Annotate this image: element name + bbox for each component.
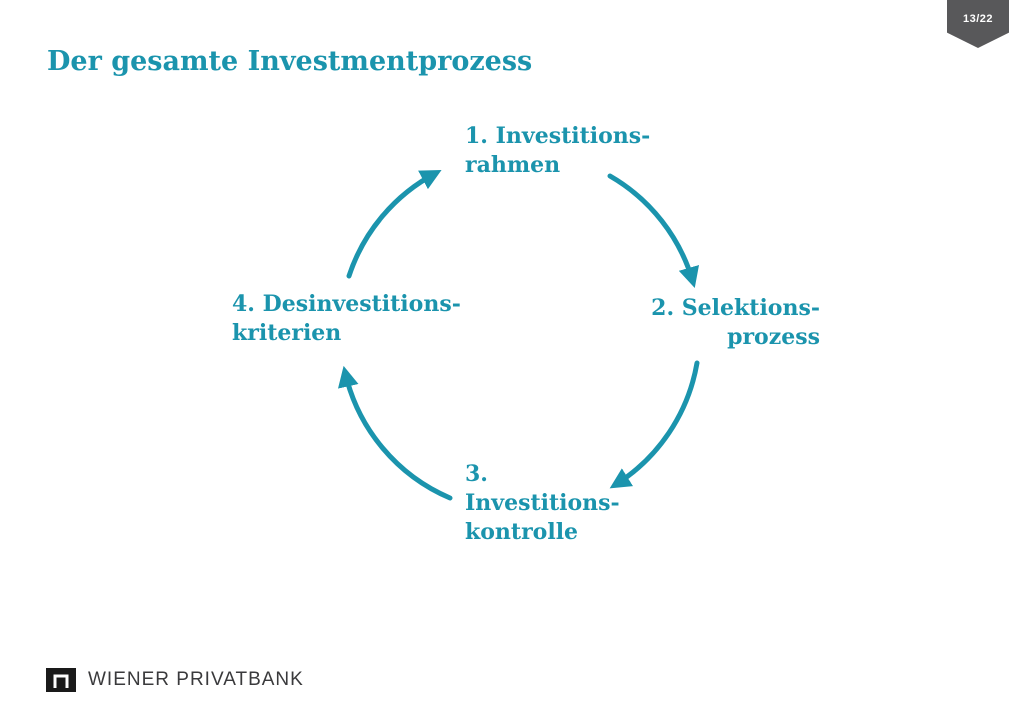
step-line: 3.: [465, 461, 488, 487]
step-label-investitionskontrolle: 3. Investitions- kontrolle: [465, 460, 620, 547]
step-line: 1. Investitions-: [465, 123, 651, 149]
arrow-left-to-top-icon: [346, 170, 442, 279]
step-label-selektionsprozess: 2. Selektions- prozess: [651, 294, 820, 352]
page-title: Der gesamte Investmentprozess: [47, 46, 533, 77]
step-line: rahmen: [465, 152, 561, 178]
brand-name: WIENER PRIVATBANK: [88, 669, 304, 690]
step-line: 2. Selektions-: [651, 295, 820, 321]
footer-brand: WIENER PRIVATBANK: [46, 668, 304, 692]
step-line: kontrolle: [465, 519, 579, 545]
step-label-desinvestitionskriterien: 4. Desinvestitions- kriterien: [232, 290, 461, 348]
step-label-investitionsrahmen: 1. Investitions- rahmen: [465, 122, 650, 180]
page-number: 13/22: [962, 13, 994, 25]
wiener-privatbank-logo-icon: [46, 668, 76, 692]
arrow-top-to-right-icon: [607, 173, 700, 289]
step-line: kriterien: [232, 320, 342, 346]
step-line: 4. Desinvestitions-: [232, 291, 461, 317]
step-line: prozess: [727, 324, 820, 350]
step-line: Investitions-: [465, 490, 620, 516]
arrow-right-to-bottom-icon: [609, 360, 700, 489]
arrow-bottom-to-left-icon: [337, 365, 453, 501]
